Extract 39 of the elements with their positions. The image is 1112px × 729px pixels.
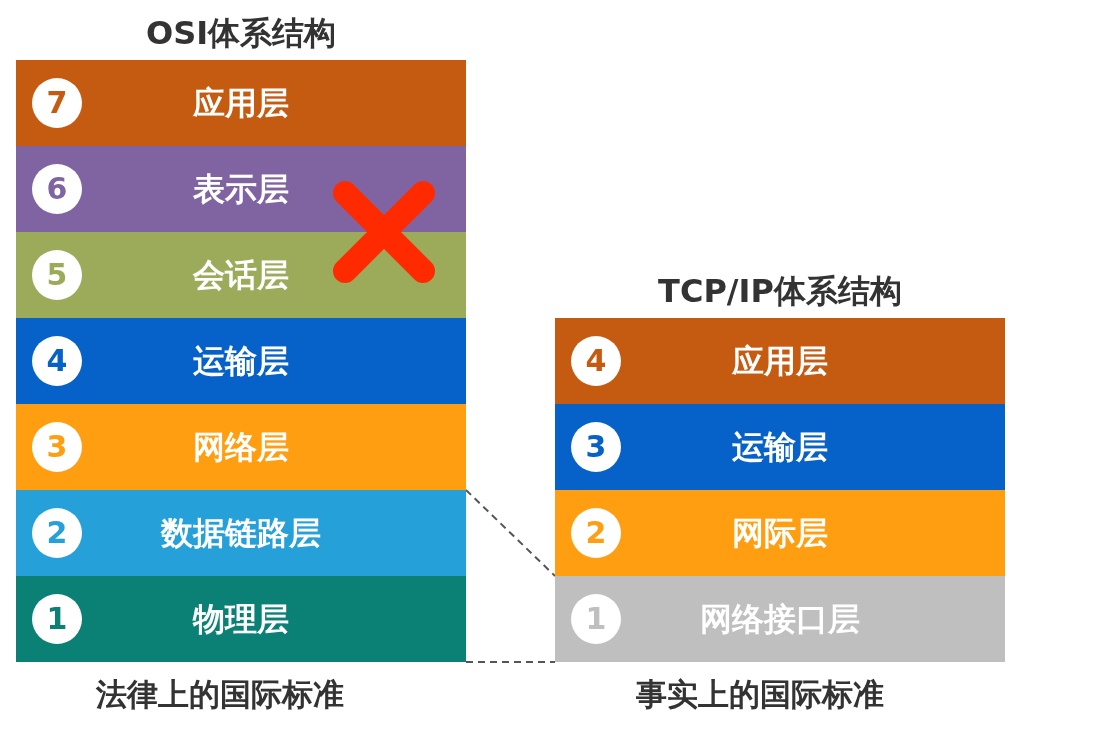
column-heading: TCP/IP体系结构 — [657, 271, 903, 312]
number-badge: 4 — [571, 336, 621, 386]
caption-text: 法律上的国际标准 — [96, 675, 344, 714]
layer-name: 网络层 — [192, 427, 290, 468]
column-heading: OSI体系结构 — [144, 13, 338, 54]
layer-band — [16, 232, 466, 318]
number-badge: 7 — [32, 78, 82, 128]
layer-band — [555, 318, 1005, 404]
layer-name: 应用层 — [731, 341, 829, 382]
dashed-connector — [465, 489, 556, 577]
number-badge: 3 — [571, 422, 621, 472]
layer-name: 网络接口层 — [699, 599, 861, 640]
layer-band — [16, 490, 466, 576]
layer-name: 网际层 — [731, 513, 829, 554]
caption-text: 事实上的国际标准 — [636, 675, 884, 714]
layer-band — [16, 318, 466, 404]
number-badge: 2 — [32, 508, 82, 558]
number-badge: 5 — [32, 250, 82, 300]
layer-name: 会话层 — [192, 255, 290, 296]
layer-name: 表示层 — [192, 169, 290, 210]
layer-band — [555, 490, 1005, 576]
layer-name: 物理层 — [191, 599, 290, 640]
layer-band — [555, 404, 1005, 490]
number-badge: 6 — [32, 164, 82, 214]
number-badge: 4 — [32, 336, 82, 386]
layer-band — [16, 404, 466, 490]
number-badge: 2 — [571, 508, 621, 558]
number-badge: 3 — [32, 422, 82, 472]
layer-band — [16, 60, 466, 146]
number-badge: 1 — [32, 594, 82, 644]
layer-name: 运输层 — [731, 427, 829, 468]
layer-name: 应用层 — [192, 83, 290, 124]
number-badge: 1 — [571, 594, 621, 644]
dashed-connector — [465, 661, 556, 663]
layer-name: 数据链路层 — [159, 513, 322, 554]
layer-band — [16, 576, 466, 662]
layer-band — [555, 576, 1005, 662]
layer-name: 运输层 — [192, 341, 290, 382]
layer-band — [16, 146, 466, 232]
